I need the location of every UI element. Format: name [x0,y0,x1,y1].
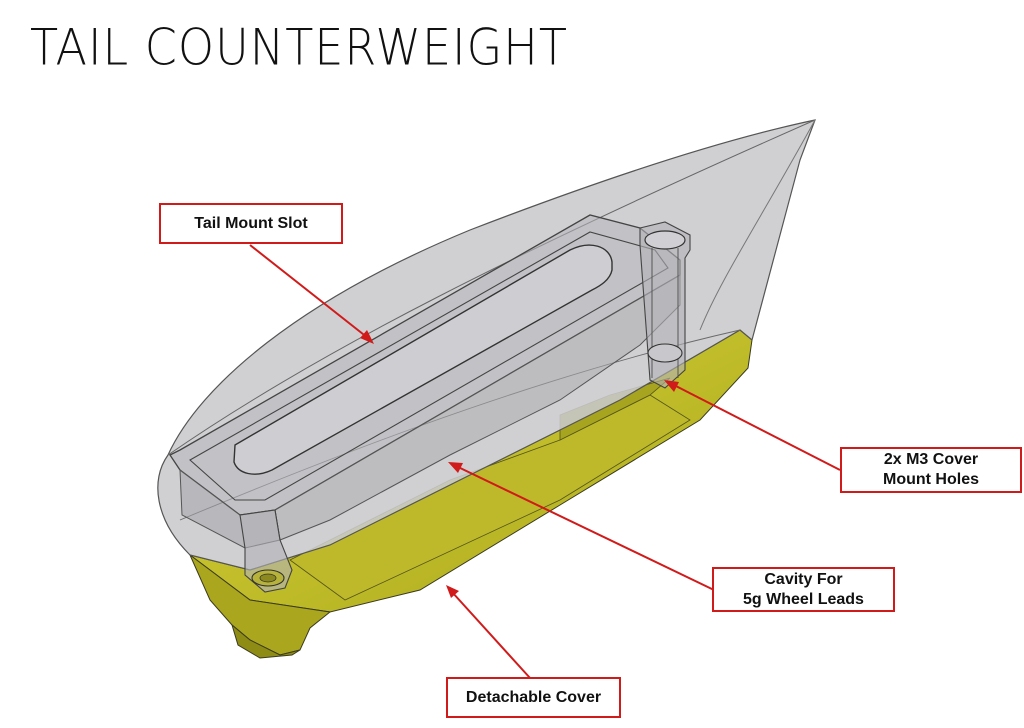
callout-cover-mount-holes-line2: Mount Holes [883,471,979,488]
callout-tail-mount-slot-text: Tail Mount Slot [194,214,308,232]
callout-cavity: Cavity For 5g Wheel Leads [712,567,895,612]
callout-detachable-cover: Detachable Cover [446,677,621,718]
leader-tail-mount-slot [249,244,369,339]
leader-detachable-cover-arrowhead [446,585,459,598]
callout-detachable-cover-text: Detachable Cover [465,688,602,706]
rear-mount-hole-top [644,230,686,250]
detachable-cover-tail-tip [231,623,301,659]
page-title: TAIL COUNTERWEIGHT [30,18,568,77]
rear-mount-hole-bottom [647,343,683,363]
leader-cavity [455,465,715,591]
front-boss [239,509,293,593]
tail-mount-slot [233,244,613,475]
shell-side-line [699,119,816,331]
leader-cavity-arrowhead [448,462,463,473]
callout-cavity-line2: 5g Wheel Leads [743,590,864,608]
leader-detachable-cover [451,591,531,679]
callout-tail-mount-slot: Tail Mount Slot [159,203,343,244]
leader-cover-mount-holes [671,383,841,471]
leader-cover-mount-holes-arrowhead [664,380,679,392]
callout-cover-mount-holes-line1: 2x M3 Cover [883,451,979,468]
callout-cover-mount-holes: 2x M3 Cover Mount Holes [840,447,1022,493]
callout-cavity-line1: Cavity For [764,570,843,588]
leader-tail-mount-slot-arrowhead [360,330,374,344]
shell-ridge-line [167,119,816,456]
